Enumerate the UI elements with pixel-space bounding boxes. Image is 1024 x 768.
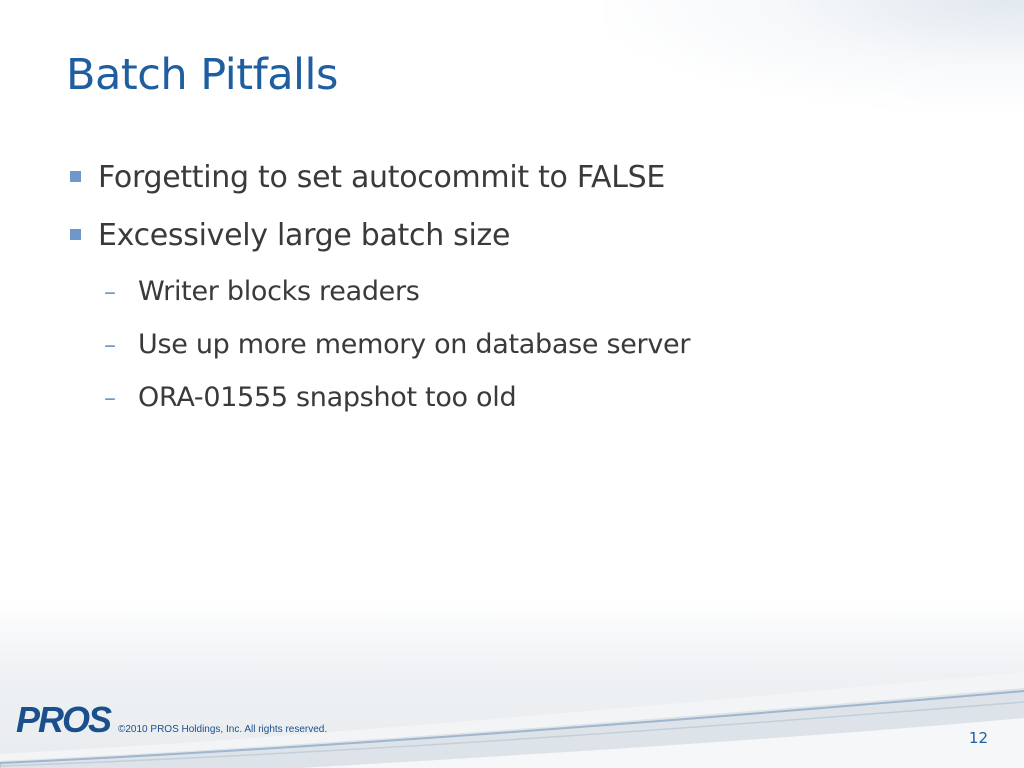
dash-bullet-icon: – (104, 384, 116, 412)
sub-bullet-text: Writer blocks readers (138, 276, 420, 307)
copyright-text: ©2010 PROS Holdings, Inc. All rights res… (118, 724, 328, 735)
slide-title: Batch Pitfalls (66, 50, 338, 100)
bullet-text: Excessively large batch size (98, 218, 511, 253)
bullet-list: Forgetting to set autocommit to FALSE Ex… (68, 155, 968, 430)
bullet-item: Forgetting to set autocommit to FALSE (68, 155, 968, 213)
bullet-item: Excessively large batch size (68, 213, 968, 271)
sub-bullet-item: – Writer blocks readers (68, 271, 968, 324)
footer-wave (0, 672, 1024, 768)
bullet-text: Forgetting to set autocommit to FALSE (98, 160, 666, 195)
sub-bullet-item: – Use up more memory on database server (68, 324, 968, 377)
corner-texture (604, 0, 1024, 110)
sub-bullet-text: ORA-01555 snapshot too old (138, 382, 517, 413)
pros-logo: PROS (16, 699, 112, 740)
dash-bullet-icon: – (104, 331, 116, 359)
page-number: 12 (968, 729, 988, 747)
square-bullet-icon (70, 171, 81, 182)
sub-bullet-text: Use up more memory on database server (138, 329, 691, 360)
dash-bullet-icon: – (104, 278, 116, 306)
sub-bullet-item: – ORA-01555 snapshot too old (68, 377, 968, 430)
square-bullet-icon (70, 229, 81, 240)
